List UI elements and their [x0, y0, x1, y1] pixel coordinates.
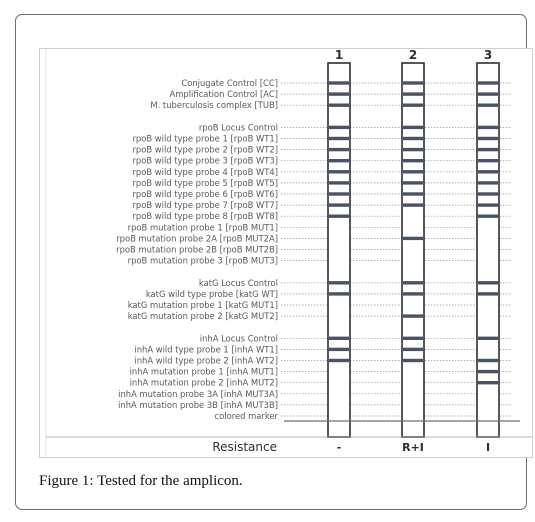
- band-lane-1: [329, 159, 349, 163]
- caption-label: Figure 1:: [39, 473, 94, 489]
- band-lane-1: [329, 181, 349, 185]
- probe-label: rpoB mutation probe 2B [rpoB MUT2B]: [116, 245, 278, 255]
- probe-label: rpoB wild type probe 8 [rpoB WT8]: [132, 211, 278, 221]
- probe-label: Amplification Control [AC]: [170, 89, 278, 99]
- probe-label: rpoB wild type probe 2 [rpoB WT2]: [132, 145, 278, 155]
- probe-label: rpoB Locus Control: [199, 122, 278, 132]
- probe-label: M. tuberculosis complex [TUB]: [150, 100, 278, 110]
- band-lane-2: [403, 347, 423, 352]
- band-lane-3: [478, 369, 498, 374]
- band-lane-2: [403, 314, 423, 318]
- band-lane-1: [329, 125, 349, 130]
- band-lane-3: [478, 147, 498, 152]
- band-lane-2: [403, 103, 423, 107]
- resistance-value-2: R+I: [402, 441, 424, 454]
- band-lane-2: [403, 136, 423, 141]
- probe-label: inhA Locus Control: [200, 333, 278, 343]
- probe-label: inhA mutation probe 1 [inhA MUT1]: [130, 367, 278, 377]
- band-lane-3: [478, 81, 498, 85]
- test-strip-3: [476, 62, 500, 438]
- band-lane-1: [329, 170, 349, 174]
- band-lane-3: [478, 103, 498, 107]
- band-lane-3: [478, 159, 498, 163]
- probe-label: inhA mutation probe 3A [inhA MUT3A]: [118, 389, 278, 399]
- probe-label: rpoB mutation probe 2A [rpoB MUT2A]: [116, 233, 278, 243]
- band-lane-2: [403, 336, 423, 340]
- band-lane-3: [478, 281, 498, 285]
- probe-label: rpoB wild type probe 7 [rpoB WT7]: [132, 200, 278, 210]
- band-lane-1: [329, 203, 349, 207]
- resistance-value-1: -: [337, 441, 342, 454]
- probe-label: rpoB wild type probe 6 [rpoB WT6]: [132, 189, 278, 199]
- band-lane-2: [403, 192, 423, 196]
- band-lane-3: [478, 203, 498, 207]
- lane-number-2: 2: [409, 49, 417, 62]
- band-lane-3: [478, 214, 498, 218]
- probe-label: katG wild type probe [katG WT]: [146, 289, 278, 299]
- band-lane-3: [478, 381, 498, 385]
- probe-label: rpoB wild type probe 1 [rpoB WT1]: [132, 134, 278, 144]
- band-lane-3: [478, 292, 498, 296]
- band-lane-1: [329, 336, 349, 340]
- caption-text: Tested for the amplicon.: [93, 473, 243, 489]
- probe-label: katG mutation probe 1 [katG MUT1]: [128, 300, 278, 310]
- band-lane-3: [478, 192, 498, 196]
- band-lane-1: [329, 103, 349, 107]
- band-lane-1: [329, 281, 349, 285]
- band-lane-1: [329, 92, 349, 96]
- band-lane-1: [329, 358, 349, 363]
- resistance-value-3: I: [486, 441, 490, 454]
- band-lane-1: [329, 192, 349, 196]
- band-lane-1: [329, 214, 349, 218]
- band-lane-2: [403, 203, 423, 207]
- probe-label: katG Locus Control: [199, 278, 278, 288]
- band-lane-2: [403, 181, 423, 185]
- probe-label: colored marker: [215, 411, 279, 421]
- probe-label: inhA mutation probe 2 [inhA MUT2]: [130, 378, 278, 388]
- probe-label: Conjugate Control [CC]: [181, 78, 278, 88]
- probe-label: inhA wild type probe 2 [inhA WT2]: [134, 356, 278, 366]
- band-lane-2: [403, 125, 423, 130]
- band-lane-3: [478, 170, 498, 174]
- band-lane-2: [403, 147, 423, 152]
- lane-number-3: 3: [484, 49, 492, 62]
- band-lane-2: [403, 281, 423, 285]
- band-lane-3: [478, 181, 498, 185]
- band-lane-2: [403, 358, 423, 363]
- probe-label: katG mutation probe 2 [katG MUT2]: [128, 311, 278, 321]
- test-strip-2: [401, 62, 425, 438]
- band-lane-2: [403, 292, 423, 296]
- band-lane-1: [329, 136, 349, 141]
- resistance-label: Resistance: [212, 440, 277, 454]
- band-lane-1: [329, 81, 349, 85]
- band-lane-3: [478, 92, 498, 96]
- probe-label: inhA mutation probe 3B [inhA MUT3B]: [118, 400, 278, 410]
- band-lane-1: [329, 347, 349, 352]
- band-lane-2: [403, 92, 423, 96]
- band-lane-3: [478, 125, 498, 130]
- probe-label: rpoB wild type probe 4 [rpoB WT4]: [132, 167, 278, 177]
- band-lane-2: [403, 170, 423, 174]
- band-lane-3: [478, 336, 498, 340]
- band-lane-2: [403, 81, 423, 85]
- probe-label: rpoB wild type probe 5 [rpoB WT5]: [132, 178, 278, 188]
- figure-caption: Figure 1: Tested for the amplicon.: [39, 473, 243, 490]
- probe-label: rpoB mutation probe 1 [rpoB MUT1]: [128, 222, 278, 232]
- probe-label: rpoB wild type probe 3 [rpoB WT3]: [132, 156, 278, 166]
- band-lane-1: [329, 292, 349, 296]
- probe-label: rpoB mutation probe 3 [rpoB MUT3]: [128, 256, 278, 266]
- lane-number-1: 1: [335, 49, 343, 62]
- band-lane-3: [478, 136, 498, 141]
- test-strip-1: [327, 62, 351, 438]
- probe-label: inhA wild type probe 1 [inhA WT1]: [134, 344, 278, 354]
- band-lane-3: [478, 358, 498, 363]
- band-lane-1: [329, 147, 349, 152]
- band-lane-2: [403, 159, 423, 163]
- band-lane-2: [403, 236, 423, 241]
